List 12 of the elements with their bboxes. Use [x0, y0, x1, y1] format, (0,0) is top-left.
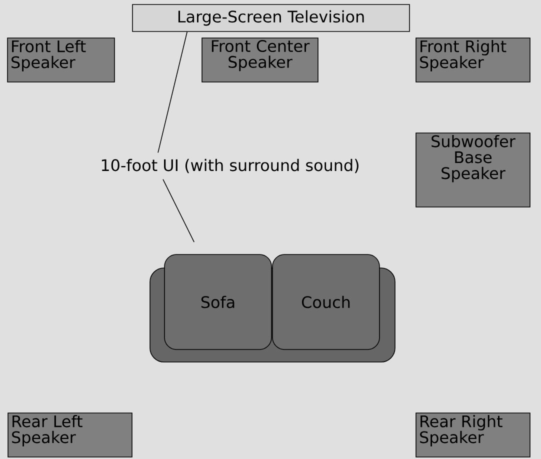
sofa-cushion: Couch [272, 254, 380, 350]
speaker-box: Rear Right Speaker [416, 412, 530, 458]
speaker-box: Subwoofer Base Speaker [416, 132, 530, 208]
speaker-box: Front Center Speaker [202, 38, 318, 82]
leader-line [158, 32, 188, 154]
speaker-box: Front Left Speaker [7, 38, 115, 82]
speaker-box: Rear Left Speaker [8, 412, 132, 458]
television-box: Large-Screen Television [132, 4, 410, 32]
leader-line [162, 178, 194, 242]
caption-text: 10-foot UI (with surround sound) [102, 158, 358, 174]
sofa-cushion: Sofa [164, 254, 272, 350]
speaker-box: Front Right Speaker [416, 38, 530, 82]
